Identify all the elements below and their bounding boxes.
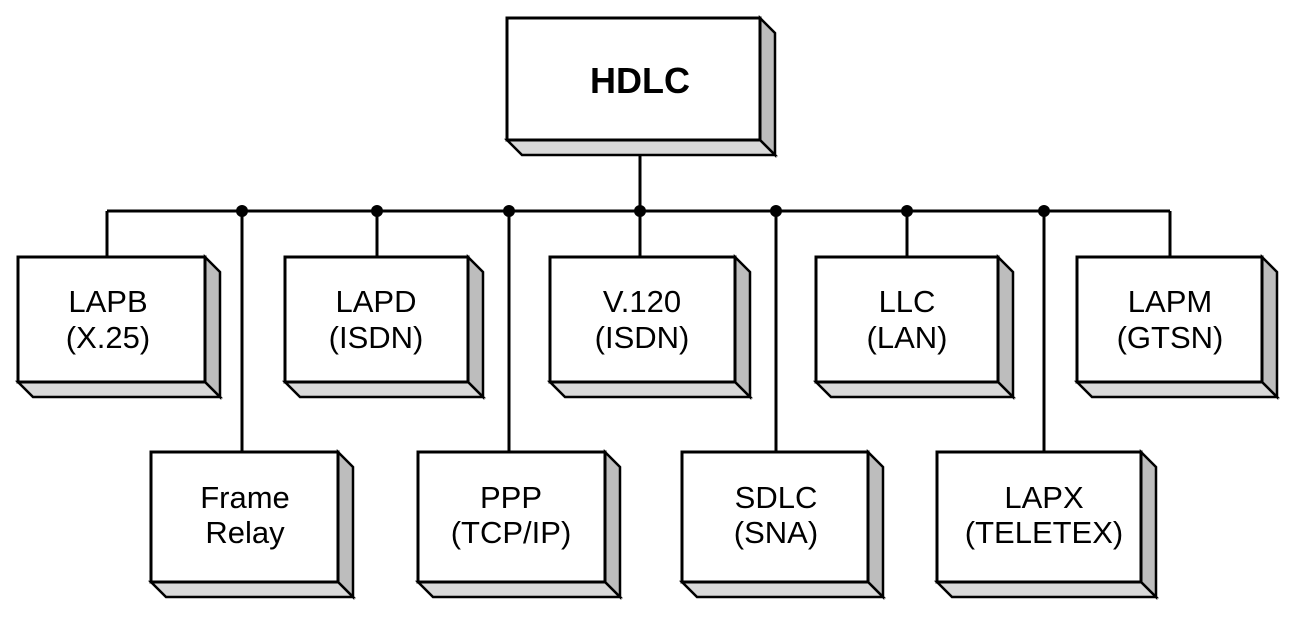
junction-dot (503, 205, 515, 217)
box-shadow-bottom (933, 580, 1160, 599)
node-llc: LLC (LAN) (812, 253, 1017, 401)
node-frame-relay: Frame Relay (147, 448, 357, 601)
node-label-line2: (TELETEX) (965, 515, 1123, 550)
junction-dot (1038, 205, 1050, 217)
node-label-line1: V.120 (603, 284, 681, 319)
box-shadow-side (603, 448, 622, 601)
node-label-line1: SDLC (735, 480, 818, 515)
box-shadow-bottom (14, 380, 224, 399)
box-face (149, 450, 340, 584)
node-sdlc: SDLC (SNA) (678, 448, 887, 601)
node-lapb: LAPB (X.25) (14, 253, 224, 401)
box-shadow-bottom (503, 138, 779, 157)
root-label: HDLC (590, 60, 690, 101)
box-shadow-bottom (414, 580, 624, 599)
junction-dots (236, 205, 1050, 217)
node-lapm: LAPM (GTSN) (1073, 253, 1281, 401)
junction-dot (371, 205, 383, 217)
box-shadow-side (758, 14, 777, 159)
node-ppp: PPP (TCP/IP) (414, 448, 624, 601)
box-shadow-side (203, 253, 222, 401)
node-label-line1: LAPM (1128, 284, 1212, 319)
box-shadow-side (733, 253, 752, 401)
box-shadow-side (466, 253, 485, 401)
box-face (416, 450, 607, 584)
box-face (16, 255, 207, 384)
node-label-line2: (GTSN) (1117, 320, 1224, 355)
box-face (548, 255, 737, 384)
box-face (1075, 255, 1264, 384)
node-label-line1: Frame (200, 480, 290, 515)
box-face (283, 255, 470, 384)
node-label-line1: LAPD (336, 284, 417, 319)
box-shadow-bottom (147, 580, 357, 599)
box-face (680, 450, 870, 584)
box-face (505, 16, 762, 142)
node-label-line2: (SNA) (734, 515, 818, 550)
box-shadow-bottom (812, 380, 1017, 399)
junction-dot (236, 205, 248, 217)
box-shadow-side (866, 448, 885, 601)
node-label-line1: LAPB (68, 284, 147, 319)
node-label-line2: (X.25) (66, 320, 150, 355)
node-lapd: LAPD (ISDN) (281, 253, 487, 401)
box-shadow-side (996, 253, 1015, 401)
junction-dot (901, 205, 913, 217)
junction-dot (634, 205, 646, 217)
box-shadow-bottom (678, 580, 887, 599)
box-shadow-side (1260, 253, 1279, 401)
node-lapx: LAPX (TELETEX) (933, 448, 1160, 601)
box-shadow-bottom (281, 380, 487, 399)
box-shadow-bottom (546, 380, 754, 399)
node-label-line2: (LAN) (867, 320, 948, 355)
box-face (935, 450, 1143, 584)
box-face (814, 255, 1000, 384)
node-label-line1: PPP (480, 480, 542, 515)
node-label-line2: (ISDN) (329, 320, 424, 355)
node-label-line2: (TCP/IP) (451, 515, 572, 550)
box-shadow-bottom (1073, 380, 1281, 399)
node-label-line1: LAPX (1004, 480, 1084, 515)
node-label-line1: LLC (879, 284, 936, 319)
junction-dot (770, 205, 782, 217)
box-shadow-side (1139, 448, 1158, 601)
node-label-line2: Relay (205, 515, 285, 550)
node-label-line2: (ISDN) (595, 320, 690, 355)
node-v120: V.120 (ISDN) (546, 253, 754, 401)
root-node-hdlc: HDLC (503, 14, 779, 159)
box-shadow-side (336, 448, 355, 601)
